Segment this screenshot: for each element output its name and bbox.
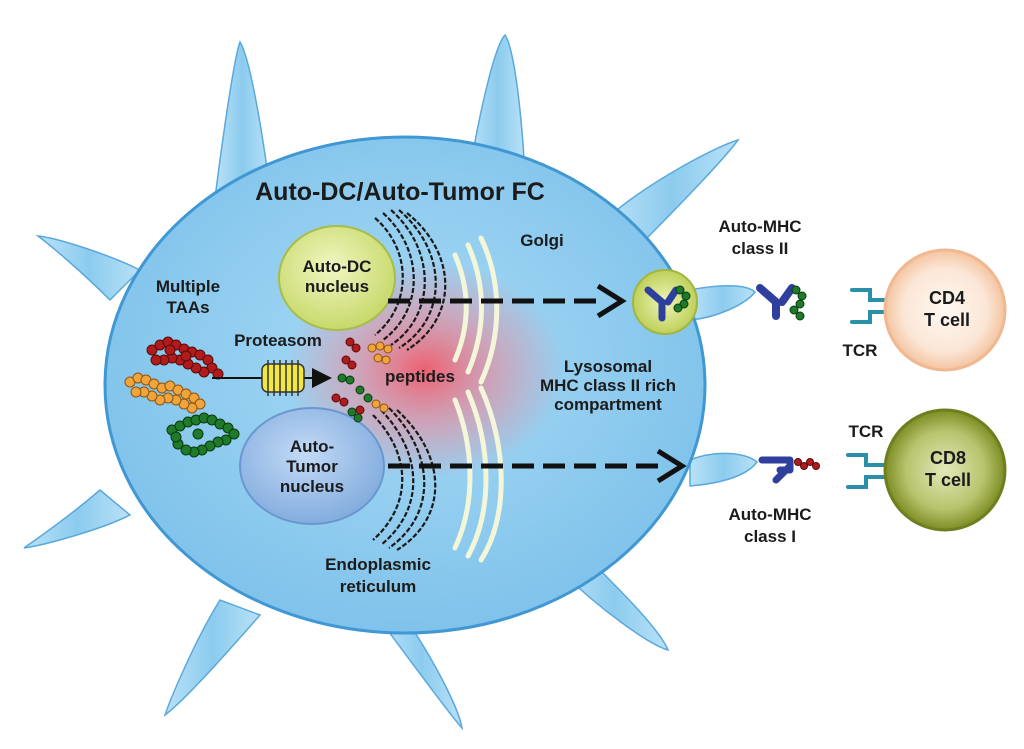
taa-green-clump [166, 412, 240, 458]
tumor-nucleus-label-1: Auto- [290, 437, 334, 456]
spike [163, 599, 262, 718]
spike [469, 33, 526, 176]
cd4-label-2: T cell [924, 310, 970, 330]
mhc2-icon [756, 284, 807, 321]
dc-nucleus [278, 225, 396, 331]
tcr-bottom-icon [846, 453, 888, 489]
proteasom-arrowhead [312, 368, 332, 388]
tcr-bottom-label: TCR [849, 422, 884, 441]
taas-label-2: TAAs [166, 298, 209, 317]
tumor-nucleus-label-3: nucleus [280, 477, 344, 496]
endoplasmic-reticulum-top [374, 209, 447, 351]
cd4-label-1: CD4 [929, 288, 965, 308]
golgi-bottom [452, 385, 504, 563]
golgi-top [452, 235, 500, 385]
cell-title: Auto-DC/Auto-Tumor FC [255, 178, 545, 206]
taa-orange-clump [124, 372, 206, 414]
cd8-t-cell [883, 408, 1007, 532]
cd8-label-1: CD8 [930, 448, 966, 468]
spike [23, 489, 132, 549]
peptide-fragments [331, 337, 393, 423]
mhc1-label-2: class I [744, 527, 796, 546]
tumor-nucleus-label-2: Tumor [286, 457, 338, 476]
dendrite-spikes [23, 33, 759, 731]
peptides-label: peptides [385, 367, 455, 386]
tcr-top-icon [850, 288, 892, 324]
proteasom-label: Proteasom [234, 331, 322, 350]
cd8-label-2: T cell [925, 470, 971, 490]
tumor-nucleus [239, 407, 385, 525]
er-label-2: reticulum [340, 577, 417, 596]
dc-nucleus-label-1: Auto-DC [303, 257, 372, 276]
transport-arrowhead-mhc2 [596, 283, 627, 319]
taas-label-1: Multiple [156, 277, 220, 296]
cd4-t-cell [883, 248, 1007, 372]
transport-arrowhead-mhc1 [656, 448, 687, 484]
spike [35, 234, 142, 302]
endoplasmic-reticulum-bottom [372, 407, 437, 551]
spike [214, 40, 271, 199]
spike [603, 138, 740, 246]
spike [378, 618, 464, 731]
golgi-label: Golgi [520, 231, 563, 250]
taa-red-clump [146, 336, 224, 380]
dc-nucleus-label-2: nucleus [305, 277, 369, 296]
lysosomal-label-3: compartment [554, 395, 662, 414]
spike [689, 285, 757, 321]
er-label-1: Endoplasmic [325, 555, 431, 574]
mhc2-in-lysosome-icon [644, 285, 691, 322]
mhc2-label-2: class II [732, 239, 789, 258]
lysosomal-label-2: MHC class II rich [540, 376, 676, 395]
spike [689, 452, 759, 487]
tcr-top-label: TCR [843, 341, 878, 360]
proteasom-icon [261, 360, 305, 396]
mhc1-icon [758, 456, 820, 484]
mhc1-label-1: Auto-MHC [728, 505, 811, 524]
lysosomal-label-1: Lysosomal [564, 357, 652, 376]
mhc2-label-1: Auto-MHC [718, 217, 801, 236]
